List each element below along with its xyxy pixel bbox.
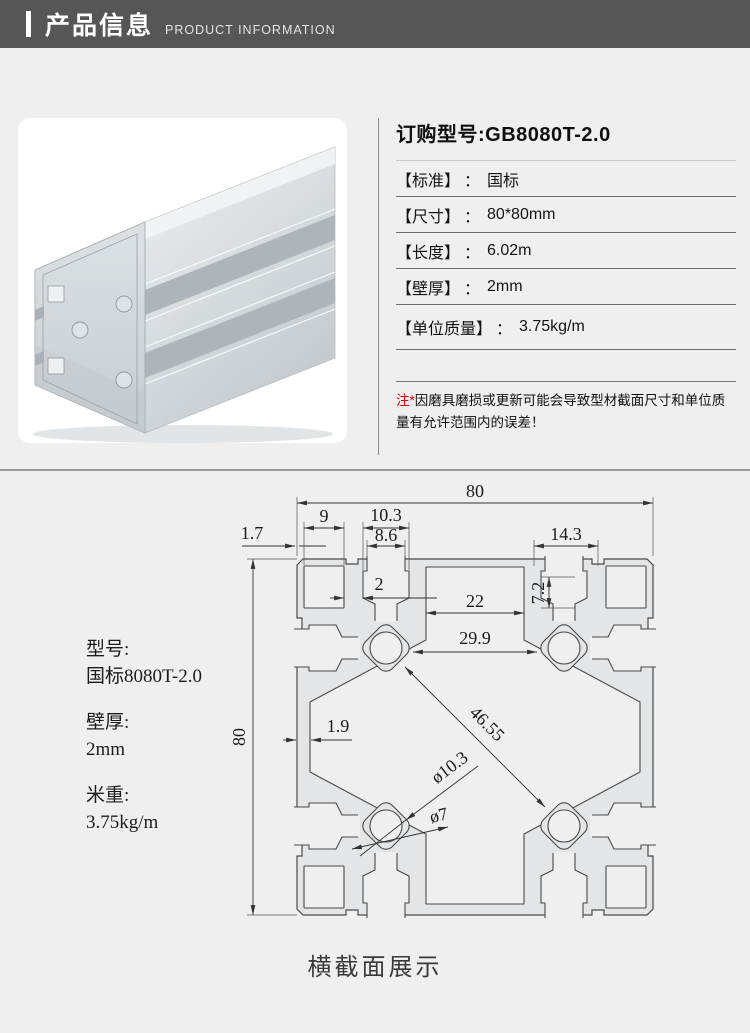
bore-hole [115, 371, 133, 389]
spec-value: 国标 [487, 172, 520, 190]
dim-1-7: 1.7 [241, 523, 264, 543]
dim-29-9: 29.9 [459, 628, 491, 648]
dim-22: 22 [466, 591, 484, 611]
corner-hole [47, 285, 65, 303]
weight-label: 米重: [86, 785, 130, 806]
product-photo-card [18, 118, 347, 443]
tolerance-note: 注*因磨具磨损或更新可能会导致型材截面尺寸和单位质量有允许范围内的误差！ [396, 381, 736, 434]
drawing-side-labels: 型号: 国标8080T-2.0 壁厚: 2mm 米重: 3.75kg/m [86, 636, 256, 855]
dim-8-6: 8.6 [375, 525, 398, 545]
spec-value: 6.02m [487, 241, 532, 259]
drawing-caption: 横截面展示 [307, 954, 443, 981]
spec-label: 【壁厚】 [396, 280, 461, 298]
dim-10-3: 10.3 [370, 505, 402, 525]
dim-height-80: 80 [229, 728, 249, 746]
wall-value: 2mm [86, 739, 126, 760]
front-slot-groove [145, 215, 335, 315]
edge-slot-notch [35, 351, 44, 366]
bore-hole [71, 321, 89, 339]
header-accent-bar [26, 11, 31, 37]
spec-row-size: 【尺寸】：80*80mm [396, 197, 736, 233]
spec-row-standard: 【标准】：国标 [396, 161, 736, 197]
page-title: 产品信息 [45, 12, 154, 40]
spec-label: 【标准】 [396, 172, 461, 190]
product-photo [33, 146, 336, 443]
spec-row-wall: 【壁厚】：2mm [396, 269, 736, 305]
spec-label: 【长度】 [396, 244, 461, 262]
weight-value: 3.75kg/m [86, 812, 159, 833]
cross-section-drawing: 80 80 9 10.3 8.6 1.7 14.3 2 22 7.2 29.9 … [229, 481, 657, 919]
dim-9: 9 [320, 506, 329, 526]
edge-slot-notch [35, 306, 44, 321]
header-bar: 产品信息 PRODUCT INFORMATION [0, 0, 750, 48]
note-asterisk: 注* [396, 393, 415, 408]
front-slot-groove [145, 278, 335, 378]
dim-7-2: 7.2 [528, 582, 548, 605]
spec-panel: 订购型号:GB8080T-2.0 【标准】：国标 【尺寸】：80*80mm 【长… [396, 108, 736, 434]
spec-value: 80*80mm [487, 205, 556, 223]
dimension-lines [242, 497, 654, 916]
wall-label-block: 壁厚: 2mm [86, 709, 256, 763]
weight-label-block: 米重: 3.75kg/m [86, 782, 256, 836]
dim-width-80: 80 [466, 481, 484, 501]
model-label: 型号: [86, 639, 130, 660]
spec-value: 2mm [487, 277, 523, 295]
spec-value: 3.75kg/m [519, 318, 585, 335]
section-divider [0, 469, 750, 471]
wall-label: 壁厚: [86, 712, 130, 733]
spec-label: 【单位质量】 [396, 321, 493, 338]
spec-label: 【尺寸】 [396, 208, 461, 226]
order-model-title: 订购型号:GB8080T-2.0 [396, 108, 736, 161]
dim-2: 2 [375, 574, 384, 594]
dim-1-9: 1.9 [327, 716, 350, 736]
bore-hole [115, 295, 133, 313]
dim-14-3: 14.3 [550, 524, 582, 544]
corner-hole [47, 357, 65, 375]
model-value: 国标8080T-2.0 [86, 666, 202, 687]
spec-row-length: 【长度】：6.02m [396, 233, 736, 269]
page-subtitle: PRODUCT INFORMATION [165, 23, 336, 37]
spec-row-unit-mass: 【单位质量】：3.75kg/m [396, 305, 736, 350]
photo-shadow [33, 425, 333, 443]
dim-dia-7: ø7 [428, 803, 450, 827]
model-label-block: 型号: 国标8080T-2.0 [86, 636, 256, 690]
vertical-divider [378, 118, 379, 455]
